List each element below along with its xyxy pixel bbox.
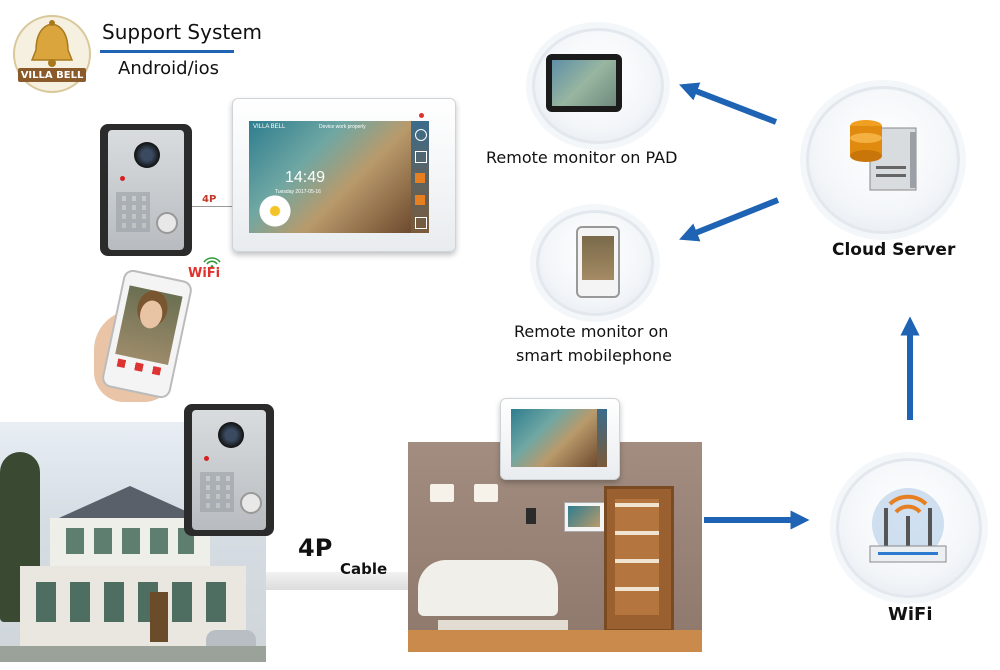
menu-icon-4	[415, 195, 425, 205]
car	[206, 630, 256, 650]
camera-panel	[108, 130, 184, 250]
room-door	[604, 486, 674, 632]
smartphone-in-hand	[94, 268, 194, 406]
ceiling-lamp-right	[474, 484, 498, 502]
room-monitor-screen	[511, 409, 597, 467]
cable-4p-small-label: 4P	[202, 194, 217, 205]
mobile-phone-icon	[576, 226, 620, 298]
camera-lens-icon	[134, 142, 160, 168]
power-led-icon	[419, 113, 424, 118]
menu-icon-3	[415, 173, 425, 183]
outdoor-camera-unit-bottom	[184, 404, 274, 536]
room-monitor-side-menu	[597, 409, 607, 467]
bell-icon	[13, 15, 91, 93]
door-panels	[615, 499, 659, 615]
indicator-led-icon	[120, 176, 125, 181]
keypad	[116, 192, 150, 232]
menu-icon-1	[415, 129, 427, 141]
cloud-server-circle	[806, 86, 960, 234]
cable-band	[266, 572, 410, 590]
arrow-server-to-pad	[679, 82, 778, 125]
cable-label: Cable	[340, 560, 388, 578]
monitor-brand: VILLA BELL	[253, 124, 286, 130]
cable-line	[192, 206, 232, 207]
call-button-icon	[156, 212, 178, 234]
wifi-label: WiFi	[888, 604, 933, 625]
house-windows-upper	[66, 528, 194, 554]
mobile-label-line2: smart mobilephone	[516, 346, 672, 365]
server-icon	[848, 116, 920, 194]
cable-4p-label: 4P	[298, 534, 333, 562]
monitor-screen: VILLA BELL Device work properly 14:49 Tu…	[249, 121, 411, 233]
wall-monitor-screen	[568, 506, 600, 527]
logo-text: VILLA BELL	[20, 70, 84, 81]
database-server-icon	[850, 120, 917, 191]
wifi-circle	[836, 458, 982, 598]
header-divider	[100, 50, 234, 53]
pad-label: Remote monitor on PAD	[486, 148, 678, 167]
keypad-bottom	[200, 472, 234, 512]
menu-icon-2	[415, 151, 427, 163]
camera-lens-icon-bottom	[218, 422, 244, 448]
monitor-status: Device work properly	[319, 124, 366, 130]
camera-panel-bottom	[192, 410, 266, 530]
daisy-flower-icon	[257, 193, 293, 229]
mobile-label-line1: Remote monitor on	[514, 322, 669, 341]
monitor-time: 14:49	[285, 169, 326, 186]
tablet-screen	[552, 60, 616, 106]
ground	[0, 646, 266, 662]
wall-doorbell-small	[526, 508, 536, 524]
floor	[408, 630, 702, 652]
outdoor-camera-unit-top	[100, 124, 192, 256]
indoor-monitor-room	[500, 398, 620, 480]
arrow-server-to-mobile	[679, 197, 780, 242]
house-door	[150, 592, 168, 642]
villa-bell-logo: VILLA BELL	[12, 14, 92, 94]
wifi-logo-text: WiFi	[188, 266, 221, 281]
menu-icon-5	[415, 217, 427, 229]
monitor-date: Tuesday 2017-05-16	[275, 189, 321, 195]
indoor-monitor-large: VILLA BELL Device work properly 14:49 Tu…	[232, 98, 456, 252]
monitor-side-menu	[411, 121, 429, 233]
call-button-icon-bottom	[240, 492, 262, 514]
rug	[438, 620, 568, 632]
tablet-icon	[546, 54, 622, 112]
sofa	[418, 560, 558, 616]
wifi-router-icon	[869, 488, 947, 563]
support-system-title: Support System	[102, 20, 262, 44]
ceiling-lamp-left	[430, 484, 454, 502]
house-windows-lower	[36, 582, 226, 622]
wifi-signal-icon	[203, 257, 221, 268]
android-ios-label: Android/ios	[118, 58, 220, 79]
indicator-led-icon-bottom	[204, 456, 209, 461]
wall-monitor-small	[564, 502, 612, 532]
cloud-server-label: Cloud Server	[832, 240, 956, 260]
wifi-logo: WiFi	[188, 256, 228, 281]
mobile-phone-screen	[582, 236, 614, 280]
router-icon	[860, 478, 956, 574]
